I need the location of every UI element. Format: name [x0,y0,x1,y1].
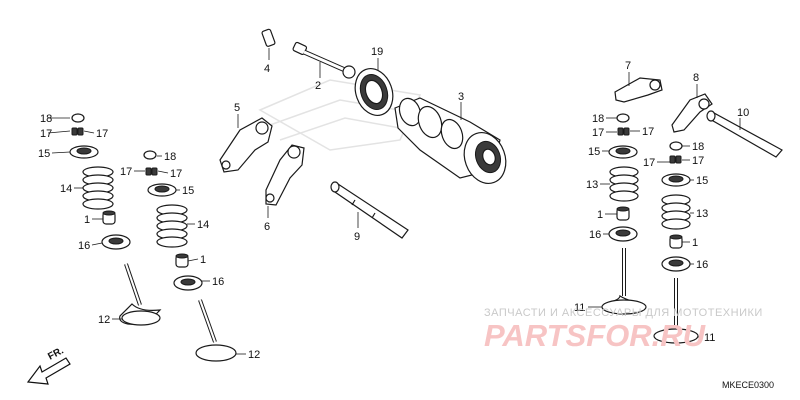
part-14-spring-left-1[interactable] [82,166,114,210]
front-direction-arrow: FR. [26,345,71,385]
watermark-logo: PARTSFOR.RU [484,318,707,353]
part-15-retainer-right-1[interactable] [608,145,638,159]
right-valve-stack-2 [653,141,699,344]
callout-8: 8 [693,72,699,84]
part-19-bearing[interactable] [349,58,399,121]
part-15-retainer-left-1[interactable] [69,145,99,159]
callout-13-b: 13 [696,208,708,220]
callout-3: 3 [458,91,464,103]
callout-14-b: 14 [197,219,209,231]
part-12-valve-left-1[interactable] [119,263,162,326]
part-18-cotter-right-2[interactable] [669,141,683,151]
callout-16-c: 16 [589,229,601,241]
part-12-valve-left-2[interactable] [195,299,237,362]
part-5-rocker-arm[interactable] [219,114,273,173]
part-18-cotter-left-1[interactable] [71,113,85,123]
part-4-bolt[interactable] [261,28,276,60]
part-14-spring-left-2[interactable] [156,204,188,248]
part-15-retainer-right-2[interactable] [661,173,691,187]
part-6-rocker-arm[interactable] [265,144,305,218]
callout-10: 10 [737,107,749,119]
callout-15-c: 15 [588,146,600,158]
watermark-caption: ЗАПЧАСТИ И АКСЕССУАРЫ ДЛЯ МОТОТЕХНИКИ [484,307,763,319]
callout-1-d: 1 [692,237,698,249]
callout-1-c: 1 [597,209,603,221]
callout-15-d: 15 [696,175,708,187]
callout-7: 7 [625,60,631,72]
callout-12-a: 12 [98,314,110,326]
leader-lines [47,117,702,355]
callout-9: 9 [354,231,360,243]
part-17-keeper-left-2[interactable] [145,167,158,176]
diagram-code: MKECE0300 [722,380,774,390]
part-9-rocker-shaft[interactable] [330,181,409,239]
callout-15-b: 15 [182,185,194,197]
callout-13-a: 13 [586,179,598,191]
part-10-rocker-shaft[interactable] [706,110,783,158]
part-17-keeper-right-1[interactable] [617,127,630,136]
part-11-valve-right-1[interactable] [601,248,647,315]
callout-1-b: 1 [200,254,206,266]
callout-18-a: 18 [40,113,52,125]
part-18-cotter-left-2[interactable] [143,150,157,160]
callout-6: 6 [264,221,270,233]
part-7-rocker-arm[interactable] [614,72,663,103]
callout-18-b: 18 [164,151,176,163]
part-1-seal-left-1[interactable] [102,210,116,225]
callout-1-a: 1 [84,214,90,226]
callout-5: 5 [234,102,240,114]
callout-17-h: 17 [692,155,704,167]
callout-19: 19 [371,46,383,58]
part-16-seat-left-2[interactable] [173,275,203,291]
callout-17-b: 17 [96,128,108,140]
callout-17-c: 17 [120,166,132,178]
left-valve-stack-1 [69,113,162,326]
part-1-seal-right-2[interactable] [669,234,683,249]
part-11-valve-right-2[interactable] [653,278,699,344]
watermark: ЗАПЧАСТИ И АКСЕССУАРЫ ДЛЯ МОТОТЕХНИКИ PA… [484,307,763,353]
right-valve-stack-1 [601,113,647,315]
callout-14-a: 14 [60,183,72,195]
part-13-spring-right-1[interactable] [609,166,639,202]
callout-16-a: 16 [78,240,90,252]
part-17-keeper-left-1[interactable] [71,127,84,136]
callout-2: 2 [315,80,321,92]
callout-17-e: 17 [592,127,604,139]
callout-numbers: 4 2 19 3 5 6 9 7 8 10 18 17 17 15 14 1 1… [38,46,749,361]
callout-17-a: 17 [40,128,52,140]
callout-17-g: 17 [643,157,655,169]
callout-4: 4 [264,63,270,75]
part-17-keeper-right-2[interactable] [669,155,682,164]
part-3-camshaft[interactable] [394,95,513,189]
callout-11-b: 11 [704,332,715,344]
part-8-rocker-arm[interactable] [671,84,713,133]
part-18-cotter-right-1[interactable] [616,113,630,123]
callout-17-f: 17 [642,126,654,138]
part-16-seat-right-1[interactable] [608,226,638,242]
callout-16-d: 16 [696,259,708,271]
callout-16-b: 16 [212,276,224,288]
callout-15-a: 15 [38,148,50,160]
part-13-spring-right-2[interactable] [661,194,691,230]
part-2-shaft[interactable] [292,41,356,79]
part-16-seat-right-2[interactable] [661,256,691,272]
callout-18-c: 18 [592,113,604,125]
part-16-seat-left-1[interactable] [101,234,131,250]
part-1-seal-right-1[interactable] [616,206,630,221]
part-1-seal-left-2[interactable] [175,253,189,268]
callout-11-a: 11 [574,302,585,314]
callout-12-b: 12 [248,349,260,361]
callout-18-d: 18 [692,141,704,153]
callout-17-d: 17 [170,168,182,180]
left-valve-stack-2 [143,150,237,362]
part-15-retainer-left-2[interactable] [147,183,177,197]
